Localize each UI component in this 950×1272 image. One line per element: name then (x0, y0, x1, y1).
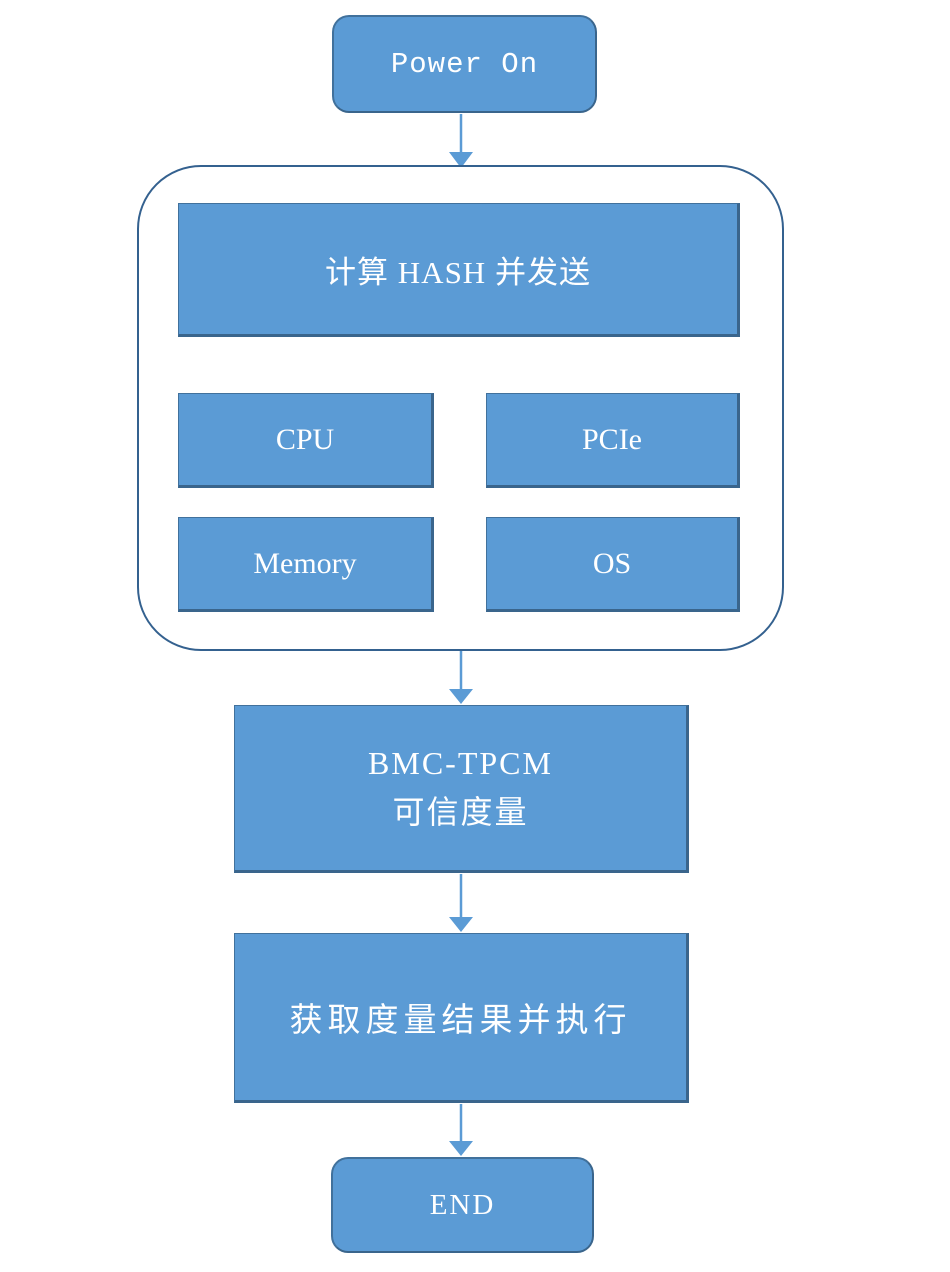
arrow-group-to-bmc (449, 650, 473, 704)
cpu-label: CPU (275, 422, 335, 456)
power-on-label: Power On (390, 47, 539, 81)
arrow-power-to-group (449, 114, 473, 168)
arrow-bmc-to-result (449, 874, 473, 932)
get-result-label: 获取度量结果并执行 (289, 1003, 632, 1039)
arrow-result-to-end (449, 1104, 473, 1156)
pcie-node: PCIe (486, 393, 740, 488)
bmc-tpcm-node: BMC-TPCM 可信度量 (234, 705, 689, 873)
pcie-label: PCIe (582, 422, 642, 456)
end-label: END (429, 1188, 496, 1221)
cpu-node: CPU (178, 393, 434, 488)
memory-node: Memory (178, 517, 434, 612)
memory-label: Memory (253, 546, 357, 580)
bmc-tpcm-label-line1: BMC-TPCM (368, 745, 553, 781)
power-on-node: Power On (332, 15, 597, 113)
get-result-node: 获取度量结果并执行 (234, 933, 689, 1103)
os-node: OS (486, 517, 740, 612)
os-label: OS (592, 546, 632, 580)
bmc-tpcm-label-line2: 可信度量 (392, 794, 529, 830)
hash-send-node: 计算 HASH 并发送 (178, 203, 740, 337)
end-node: END (331, 1157, 594, 1253)
hash-send-label: 计算 HASH 并发送 (325, 254, 591, 290)
